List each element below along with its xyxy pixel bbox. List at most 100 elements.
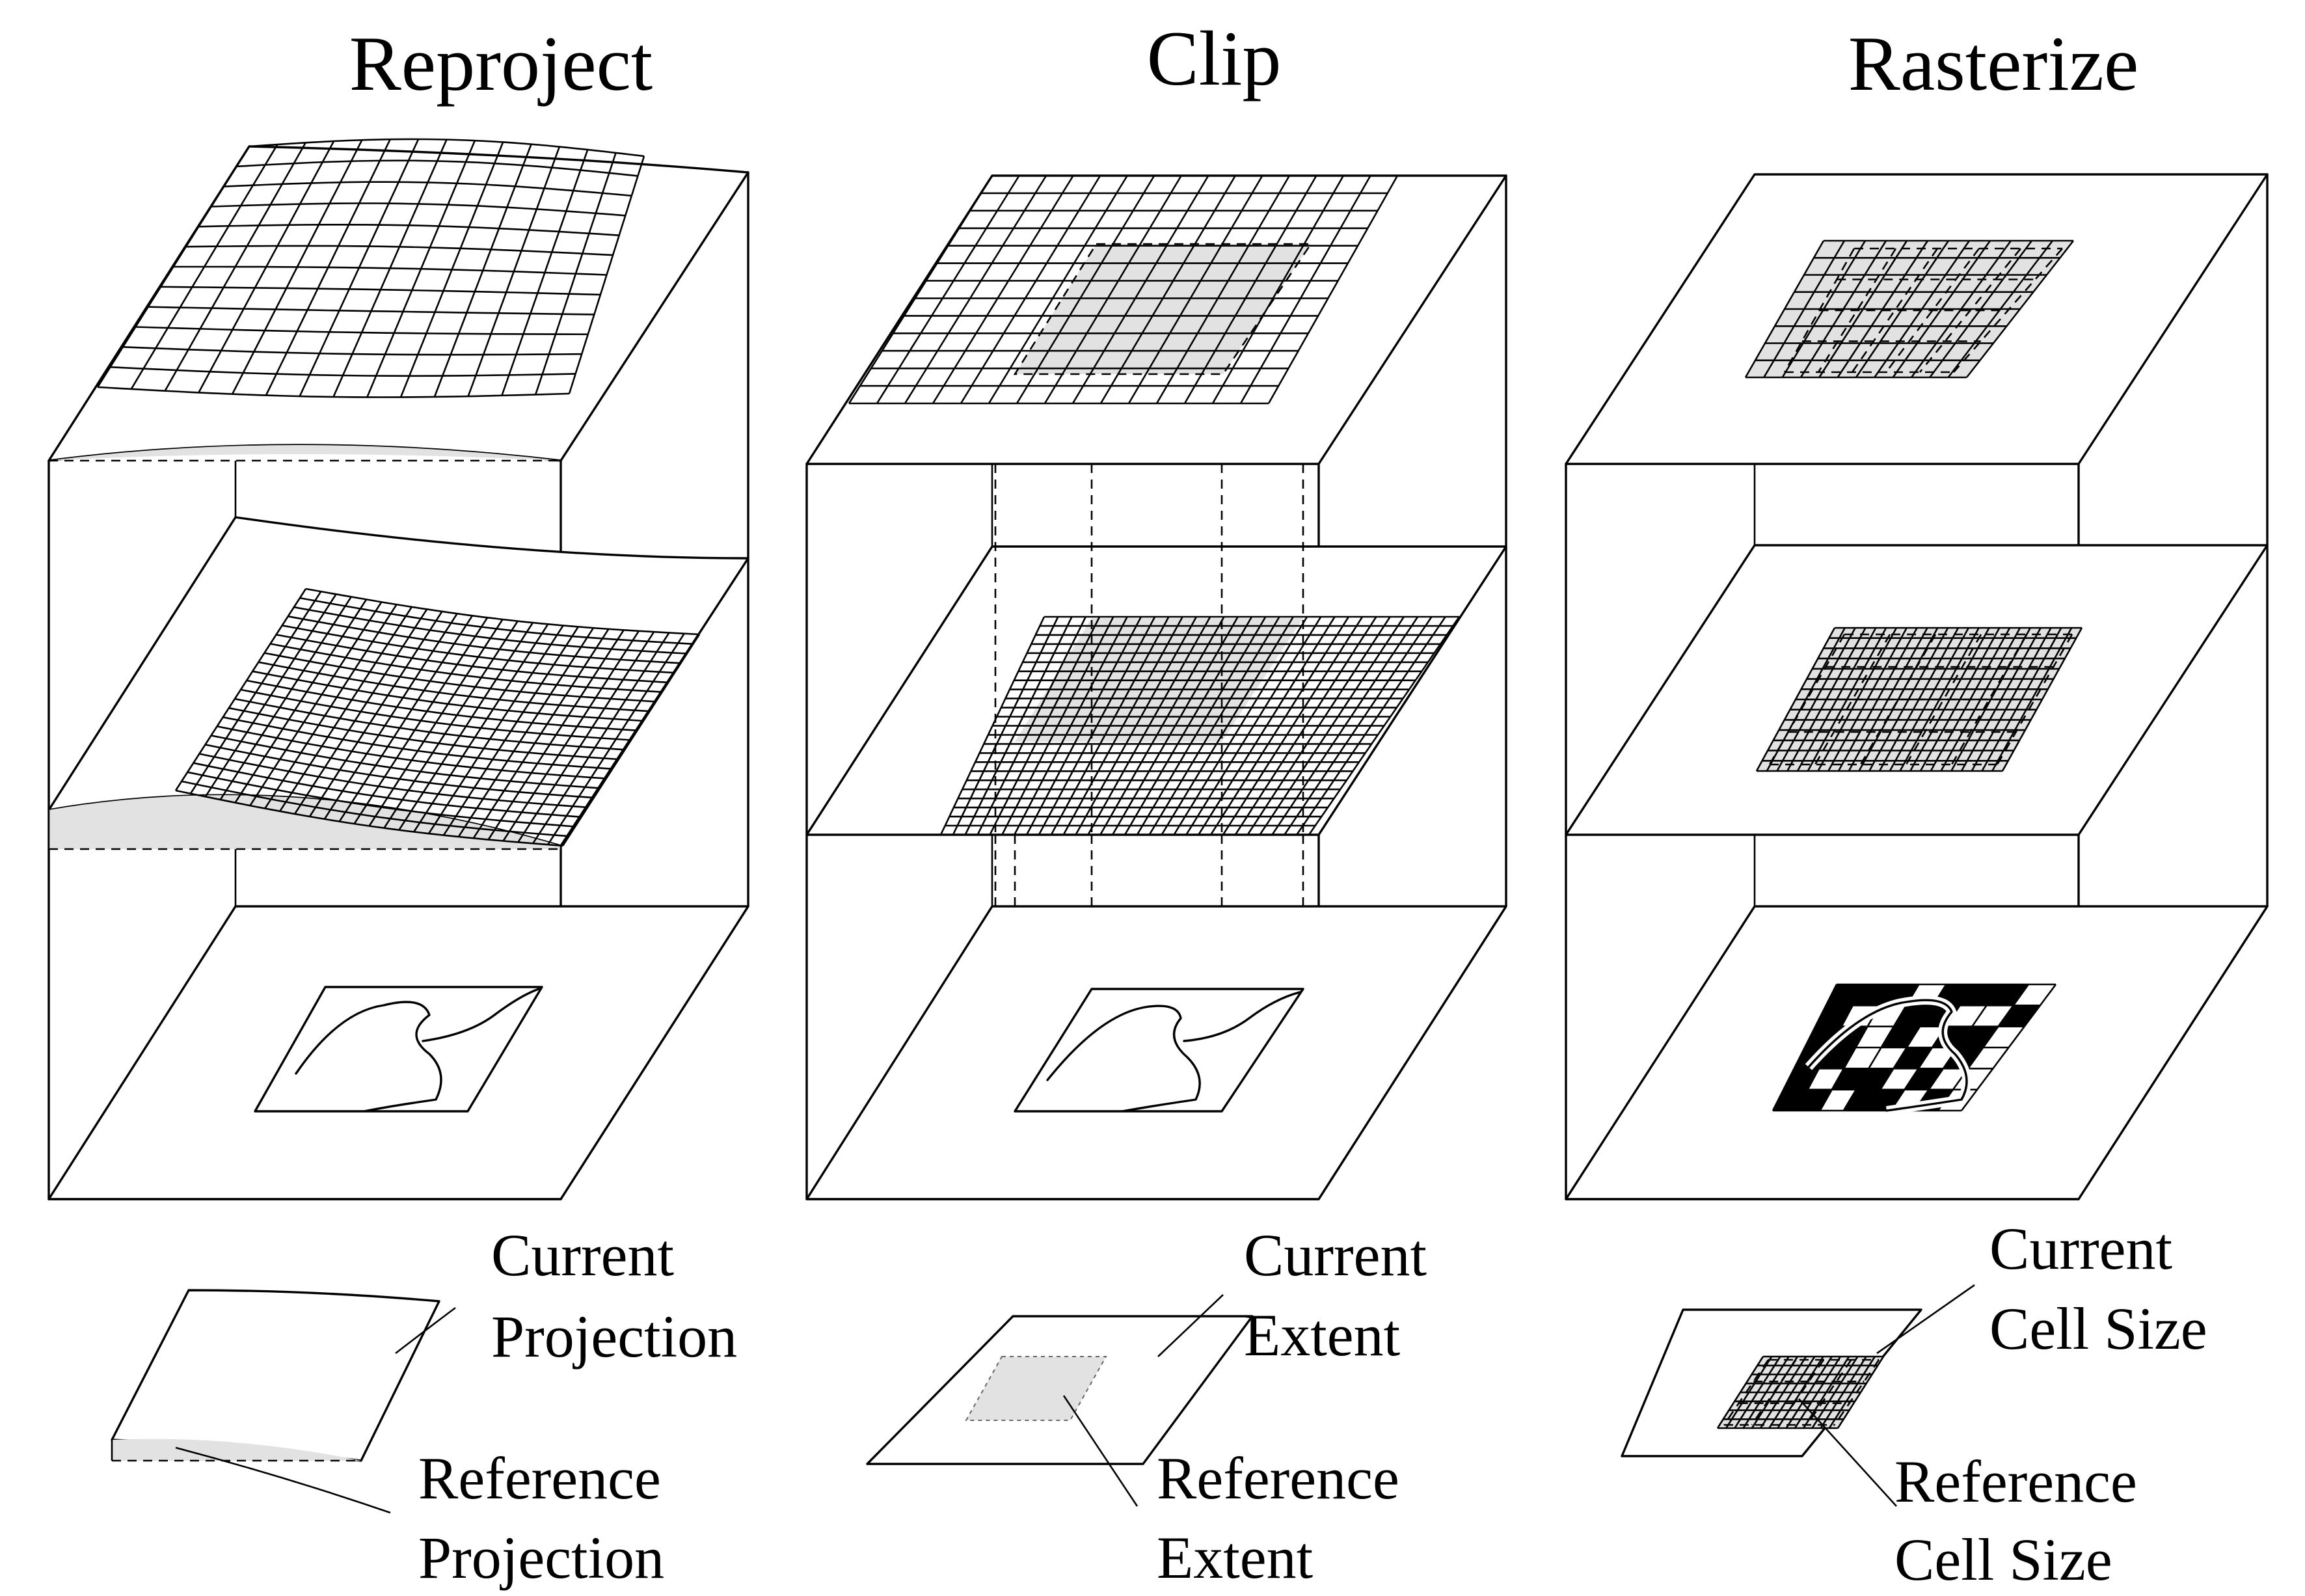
clip-top-grid-vline — [1016, 175, 1155, 404]
rasterize-legend-coarse-vline — [1723, 1359, 1770, 1426]
reproject-top-grid-hline — [224, 181, 632, 197]
clip-top-grid-vline — [1267, 175, 1399, 404]
reproject-top-grid-hline — [110, 366, 576, 377]
reproject-middle-grid-hline — [293, 606, 687, 655]
rasterize-top-grid — [1744, 239, 2075, 379]
rasterize-middle-grid-coarse-vline — [1950, 634, 2028, 765]
reproject-middle-grid-hline — [288, 615, 681, 664]
rasterize-middle-grid-coarse-vline — [1859, 634, 1937, 765]
reproject-middle-layer — [47, 516, 749, 850]
rasterize-middle-grid-coarse-vline — [1905, 634, 1982, 765]
rasterize-legend: Current Cell Size Reference Cell Size — [1621, 1215, 2207, 1593]
reproject-middle-grid-hline — [305, 588, 700, 636]
rasterize-middle-grid-coarse-vline — [1768, 634, 1846, 765]
reproject-reference-label-1: Reference — [418, 1445, 661, 1511]
reproject-top-grid-hline — [185, 245, 613, 256]
rasterize-top-coarse-vline — [1919, 248, 2022, 373]
rasterize-reference-leader — [1798, 1398, 1897, 1507]
raster-cell-filled — [1904, 1068, 1943, 1090]
reproject-top-grid-hline — [161, 286, 600, 296]
raster-cell-filled — [1958, 1026, 1999, 1048]
reproject-top-grid-hline — [236, 159, 638, 177]
reproject-middle-grid-hline — [193, 762, 582, 818]
rasterize-middle-grid-coarse-vline — [1996, 634, 2073, 765]
reproject-current-label-2: Projection — [491, 1303, 737, 1370]
rasterize-raster-grid — [1772, 983, 2057, 1115]
raster-cell-filled — [1843, 1089, 1881, 1111]
reproject-top-grid-hline — [148, 306, 595, 316]
clip-top-grid-vline — [988, 175, 1128, 404]
reproject-top-grid-hline — [135, 326, 588, 336]
reproject-top-grid-hline — [211, 202, 626, 217]
clip-legend: Current Extent Reference Extent — [866, 1222, 1427, 1591]
clip-top-grid-vline — [876, 175, 1020, 404]
title-clip: Clip — [1147, 15, 1282, 101]
reproject-middle-grid-hline — [240, 688, 632, 741]
rasterize-current-label-2: Cell Size — [1989, 1295, 2207, 1362]
rasterize-legend-coarse-vline — [1833, 1359, 1880, 1426]
reproject-middle-grid-hline — [276, 634, 669, 684]
raster-cell-filled — [1998, 1005, 2040, 1027]
clip-top-grid-vline — [1099, 175, 1236, 404]
reproject-middle-grid — [174, 588, 701, 847]
clip-bottom-layer — [805, 905, 1507, 1200]
clip-top-grid-vline — [1183, 175, 1317, 404]
rasterize-top-coarse-vline — [1885, 248, 1980, 373]
clip-top-grid-vline — [960, 175, 1101, 404]
rasterize-top-coarse-vline — [1817, 248, 1897, 373]
reproject-middle-grid-hline — [211, 735, 600, 789]
reproject-middle-grid-hline — [252, 670, 644, 722]
rasterize-reference-label-2: Cell Size — [1894, 1526, 2112, 1593]
clip-top-grid-vline — [1127, 175, 1263, 404]
title-rasterize: Rasterize — [1848, 20, 2138, 107]
reproject-middle-grid-hline — [181, 780, 569, 837]
rasterize-middle-grid-coarse-vline — [1814, 634, 1891, 765]
reproject-reference-label-2: Projection — [418, 1524, 664, 1591]
reproject-middle-grid-hline — [246, 679, 638, 731]
rasterize-current-label-1: Current — [1989, 1215, 2172, 1282]
clip-panel — [805, 174, 1507, 1200]
clip-middle-grid — [939, 615, 1461, 836]
raster-cell-filled — [1960, 984, 2001, 1006]
clip-current-label-2: Extent — [1244, 1302, 1401, 1368]
clip-top-grid-vline — [932, 175, 1074, 404]
rasterize-reference-label-1: Reference — [1894, 1448, 2137, 1515]
reproject-middle-grid-hline — [234, 697, 625, 751]
clip-top-grid-vline — [1072, 175, 1209, 404]
reproject-middle-grid-hline — [264, 652, 656, 703]
reproject-top-grid — [96, 138, 645, 398]
rasterize-current-leader — [1876, 1284, 1975, 1355]
rasterize-middle-grid — [1755, 627, 2083, 772]
reproject-middle-grid-hline — [205, 744, 594, 799]
clip-top-grid-vline — [1155, 175, 1291, 404]
reproject-reference-leader — [175, 1446, 391, 1514]
reproject-top-grid-hline — [122, 346, 582, 356]
clip-reference-extent-top — [1015, 244, 1311, 374]
raster-cell-filled — [1856, 1068, 1894, 1090]
clip-top-grid-vline — [904, 175, 1047, 404]
rasterize-top-coarse-vline — [1851, 248, 1939, 373]
reproject-middle-grid-hline — [175, 789, 563, 847]
reproject-middle-grid-hline — [217, 725, 606, 779]
raster-cell-filled — [1826, 984, 1865, 1006]
reproject-middle-grid-hline — [282, 625, 675, 674]
reproject-top-grid-hline — [249, 138, 645, 157]
reproject-top-grid-hline — [173, 265, 607, 276]
reproject-current-leader — [395, 1306, 456, 1355]
clip-reference-label-1: Reference — [1157, 1445, 1399, 1511]
reproject-legend: Current Projection Reference Projection — [111, 1222, 737, 1591]
rasterize-legend-coarse-vline — [1806, 1359, 1852, 1426]
clip-top-grid-vline — [1239, 175, 1371, 404]
reproject-middle-grid-hline — [270, 643, 662, 693]
reproject-top-grid-hline — [97, 386, 570, 398]
reproject-bottom-layer — [47, 905, 749, 1200]
clip-top-grid-vline — [1044, 175, 1182, 404]
rasterize-legend-grid — [1716, 1355, 1885, 1429]
raster-cell-filled — [1986, 984, 2029, 1006]
reproject-middle-grid-hline — [299, 597, 694, 645]
raster-cell-filled — [1893, 1048, 1932, 1069]
rasterize-legend-coarse-vline — [1751, 1359, 1797, 1426]
rasterize-panel — [1565, 173, 2269, 1200]
reproject-middle-grid-hline — [258, 661, 650, 712]
clip-current-label-1: Current — [1244, 1222, 1427, 1288]
